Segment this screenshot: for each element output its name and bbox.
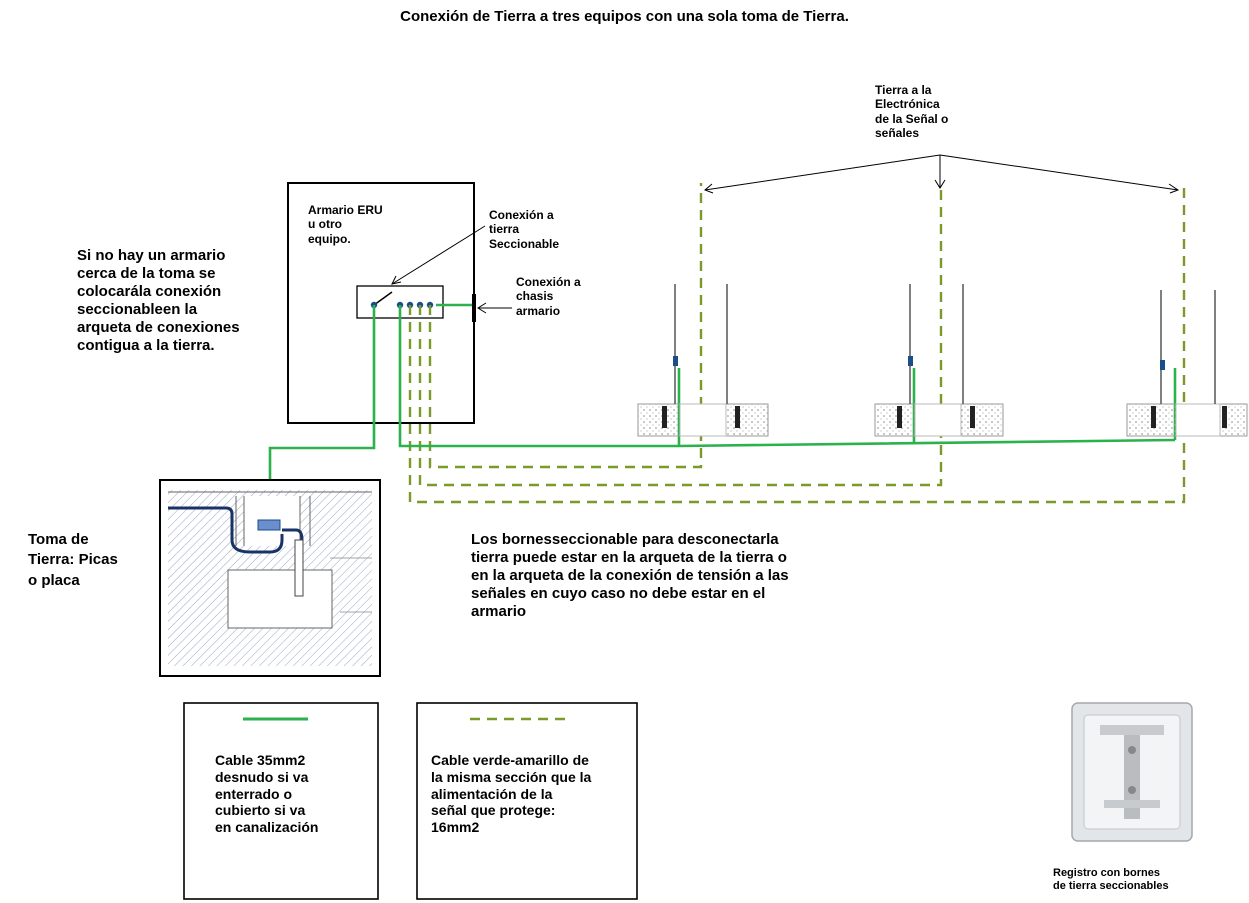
registry-box-image — [1071, 702, 1193, 842]
label-terminals-note: Los bornesseccionable para desconectarla… — [471, 531, 789, 620]
label-no-cabinet: Si no hay un armario cerca de la toma se… — [77, 247, 240, 354]
diagram-title: Conexión de Tierra a tres equipos con un… — [400, 8, 849, 25]
switch-lever — [373, 291, 393, 306]
legend-dashed-box — [416, 702, 638, 900]
label-cabinet: Armario ERU u otro equipo. — [308, 203, 383, 246]
solid-cable-ground — [268, 305, 376, 480]
dashed-cable-1 — [428, 183, 703, 469]
label-registry: Registro con bornes de tierra seccionabl… — [1053, 867, 1169, 893]
dashed-cable-3 — [408, 183, 1186, 504]
label-signal-ground: Tierra a la Electrónica de la Señal o se… — [875, 83, 949, 141]
legend-solid-box — [183, 702, 379, 900]
dashed-cable-2 — [418, 183, 943, 487]
solid-cable-main — [398, 305, 1176, 448]
signal-post-2 — [874, 284, 1004, 437]
label-sectionable-connection: Conexión a tierra Seccionable — [489, 208, 560, 251]
label-chassis-connection: Conexión a chasis armario — [516, 275, 581, 318]
legend-solid-text: Cable 35mm2 desnudo si va enterrado o cu… — [215, 752, 319, 836]
chassis-connector — [472, 294, 476, 322]
legend-dashed-text: Cable verde-amarillo de la misma sección… — [431, 752, 592, 836]
ground-pit-drawing — [159, 479, 381, 677]
label-ground-take: Toma de Tierra: Picas o placa — [28, 531, 118, 589]
signal-post-3 — [1126, 290, 1248, 437]
signal-post-1 — [637, 284, 769, 437]
